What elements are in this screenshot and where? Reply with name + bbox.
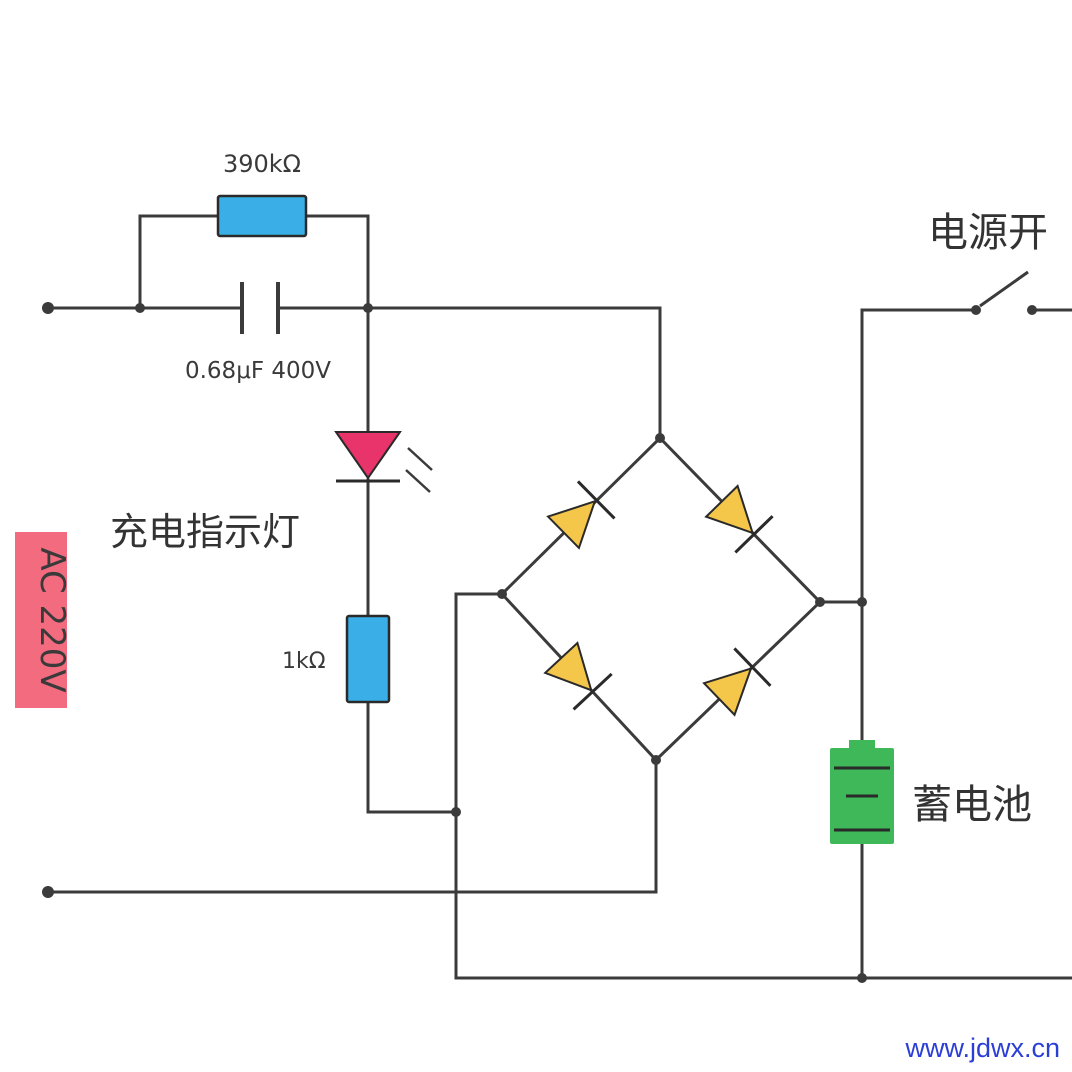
battery-label: 蓄电池 (912, 782, 1032, 828)
diode-triangle (704, 484, 755, 535)
bridge-rectifier (543, 480, 774, 717)
resistor-1k (345, 614, 391, 704)
diode-bar (572, 672, 613, 711)
diode-bar (733, 647, 772, 687)
terminal-ac-top (42, 302, 54, 314)
diode-bar (734, 515, 774, 554)
battery-terminal (849, 740, 875, 750)
junction-dot (857, 973, 867, 983)
diode-triangle (546, 499, 597, 550)
diode-triangle (543, 641, 593, 692)
junction-dot (451, 807, 461, 817)
capacitor-label: 0.68μF 400V (185, 358, 331, 384)
led-label: 充电指示灯 (110, 510, 300, 554)
wires (46, 214, 1072, 980)
junction-dot (135, 303, 145, 313)
diode-triangle (702, 666, 753, 717)
junction-dot (857, 597, 867, 607)
diode-bar (576, 480, 616, 520)
diode-bottom-right (702, 647, 772, 717)
diode-bottom-left (543, 641, 613, 711)
diode-top-left (546, 480, 616, 550)
ac-source-badge (15, 532, 67, 708)
junction-dot (655, 433, 665, 443)
resistor-390k (216, 194, 308, 238)
junction-dot (651, 755, 661, 765)
diode-top-right (704, 484, 774, 554)
watermark-text: www.jdwx.cn (904, 1033, 1060, 1063)
switch-contact-right (1027, 305, 1037, 315)
led-triangle (334, 431, 402, 480)
led-symbol (334, 431, 433, 493)
battery-symbol (830, 740, 894, 844)
switch-lever (979, 270, 1029, 308)
capacitor-symbol (240, 282, 280, 334)
junction-dot (363, 303, 373, 313)
junctions (42, 302, 1037, 983)
switch-contact-left (971, 305, 981, 315)
junction-dot (815, 597, 825, 607)
led-light-ray (407, 447, 433, 471)
junction-dot (497, 589, 507, 599)
resistor-1k-label: 1kΩ (282, 649, 326, 674)
resistor-390k-label: 390kΩ (223, 150, 301, 178)
switch-label: 电源开 (928, 210, 1048, 256)
led-light-ray (405, 469, 431, 493)
ac-source-label: AC 220V (32, 547, 72, 692)
terminal-ac-bottom (42, 886, 54, 898)
